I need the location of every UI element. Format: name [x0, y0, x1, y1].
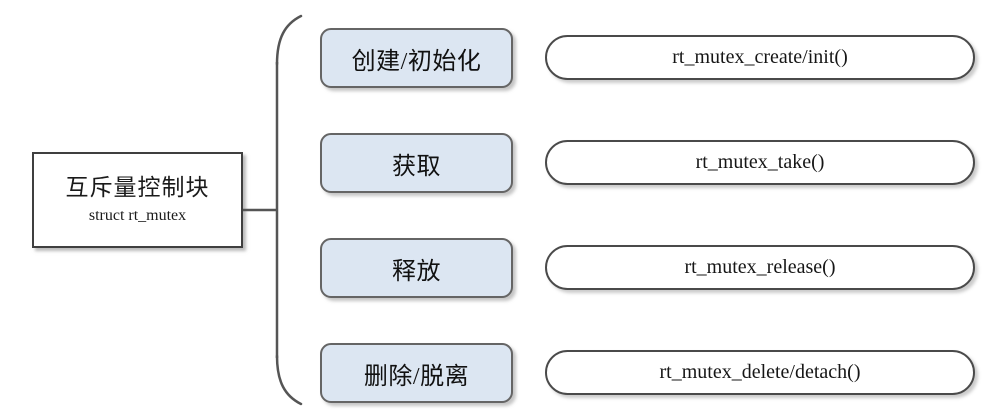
api-capsule-take[interactable]: rt_mutex_take()	[545, 140, 975, 185]
operation-label-take[interactable]: 获取	[320, 133, 513, 193]
operation-label-delete-detach[interactable]: 删除/脱离	[320, 343, 513, 403]
api-capsule-release[interactable]: rt_mutex_release()	[545, 245, 975, 290]
operation-label-release[interactable]: 释放	[320, 238, 513, 298]
main-block-title: 互斥量控制块	[65, 175, 210, 201]
brace-top-curl	[275, 14, 303, 66]
api-capsule-delete-detach[interactable]: rt_mutex_delete/detach()	[545, 350, 975, 395]
brace-bottom-curl	[275, 354, 303, 406]
operation-label-create-init[interactable]: 创建/初始化	[320, 28, 513, 88]
main-block-subtitle: struct rt_mutex	[88, 206, 187, 224]
api-capsule-create-init[interactable]: rt_mutex_create/init()	[545, 35, 975, 80]
main-control-block: 互斥量控制块 struct rt_mutex	[32, 152, 243, 248]
brace-connector	[243, 14, 303, 406]
